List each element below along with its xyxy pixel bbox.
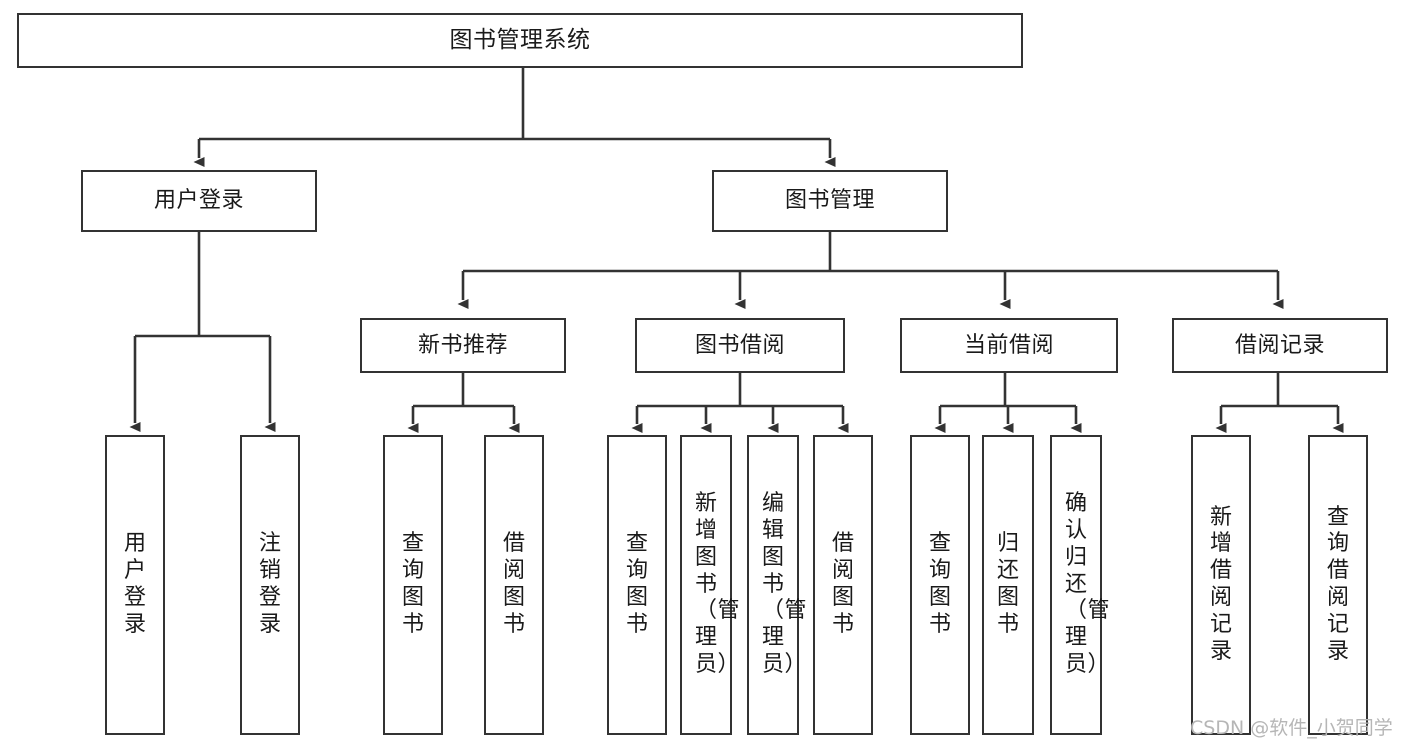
node-leaf-edit-book-admin[interactable]: 编辑图书（管理员）	[747, 435, 808, 735]
node-leaf-confirm-return-admin-label: 确认归还（管理员）	[1065, 491, 1111, 678]
node-leaf-borrow-book-newbook-label: 借阅图书	[503, 531, 526, 637]
node-leaf-add-book-admin[interactable]: 新增图书（管理员）	[680, 435, 741, 735]
csdn-watermark: CSDN @软件_小贺同学	[1190, 717, 1393, 739]
node-current-borrow-label: 当前借阅	[963, 332, 1054, 358]
node-user-login-label: 用户登录	[153, 188, 244, 214]
node-book-borrow-label: 图书借阅	[694, 332, 785, 358]
node-root-system[interactable]: 图书管理系统	[17, 13, 1023, 68]
node-book-management-label: 图书管理	[784, 188, 875, 214]
node-current-borrow[interactable]: 当前借阅	[900, 318, 1118, 373]
node-new-book-recommend-label: 新书推荐	[417, 332, 508, 358]
node-book-management[interactable]: 图书管理	[712, 170, 948, 232]
node-leaf-borrow-book-label: 借阅图书	[832, 531, 855, 637]
node-user-login[interactable]: 用户登录	[81, 170, 317, 232]
node-leaf-query-book-newbook-label: 查询图书	[402, 531, 425, 637]
node-leaf-query-book-borrow-label: 查询图书	[626, 531, 649, 637]
node-leaf-borrow-book-newbook[interactable]: 借阅图书	[484, 435, 544, 735]
node-borrow-record-label: 借阅记录	[1234, 332, 1325, 358]
node-leaf-query-borrow-record-label: 查询借阅记录	[1327, 504, 1350, 664]
node-leaf-query-book-newbook[interactable]: 查询图书	[383, 435, 443, 735]
node-book-borrow[interactable]: 图书借阅	[635, 318, 845, 373]
node-leaf-borrow-book[interactable]: 借阅图书	[813, 435, 873, 735]
node-leaf-user-login[interactable]: 用户登录	[105, 435, 165, 735]
node-leaf-add-borrow-record[interactable]: 新增借阅记录	[1191, 435, 1251, 735]
node-borrow-record[interactable]: 借阅记录	[1172, 318, 1388, 373]
node-leaf-query-borrow-record[interactable]: 查询借阅记录	[1308, 435, 1368, 735]
node-leaf-add-book-admin-label: 新增图书（管理员）	[695, 491, 741, 678]
node-leaf-query-book-current-label: 查询图书	[929, 531, 952, 637]
node-leaf-user-login-label: 用户登录	[124, 531, 147, 637]
node-new-book-recommend[interactable]: 新书推荐	[360, 318, 566, 373]
node-leaf-edit-book-admin-label: 编辑图书（管理员）	[762, 491, 808, 678]
node-leaf-logout-label: 注销登录	[259, 531, 282, 637]
node-root-system-label: 图书管理系统	[449, 26, 591, 53]
node-leaf-return-book-label: 归还图书	[997, 531, 1020, 637]
node-leaf-add-borrow-record-label: 新增借阅记录	[1210, 504, 1233, 664]
node-leaf-query-book-borrow[interactable]: 查询图书	[607, 435, 667, 735]
node-leaf-logout[interactable]: 注销登录	[240, 435, 300, 735]
node-leaf-return-book[interactable]: 归还图书	[982, 435, 1034, 735]
node-leaf-query-book-current[interactable]: 查询图书	[910, 435, 970, 735]
node-leaf-confirm-return-admin[interactable]: 确认归还（管理员）	[1050, 435, 1111, 735]
